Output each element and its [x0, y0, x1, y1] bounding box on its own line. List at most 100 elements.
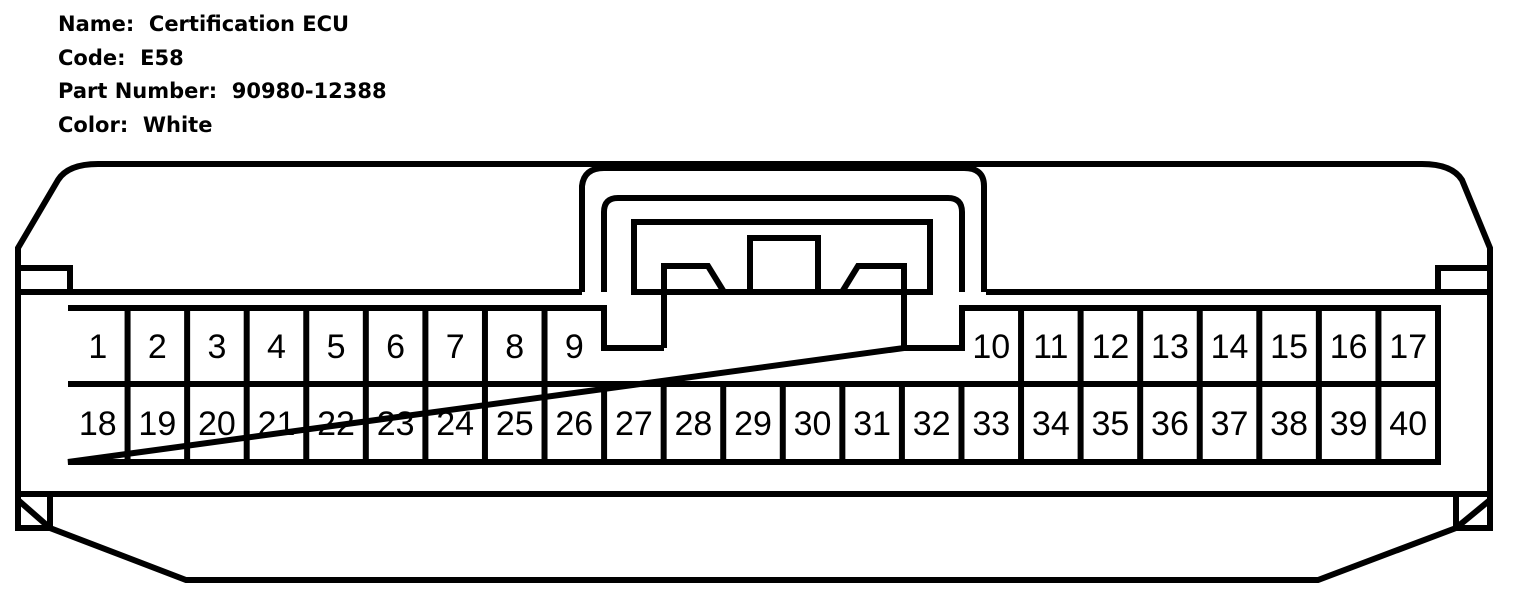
- pin-15: 15: [1256, 308, 1308, 384]
- pin-38: 38: [1256, 384, 1308, 462]
- name-label: Name:: [58, 12, 135, 36]
- pin-10: 10: [972, 328, 1010, 366]
- pin-label: 34: [1032, 405, 1070, 443]
- latch-window: [631, 219, 933, 295]
- pin-12: 12: [1077, 308, 1129, 384]
- pin-5: 5: [303, 308, 346, 384]
- connector-info: Name: Certification ECU Code: E58 Part N…: [58, 8, 387, 142]
- right-bottom-foot: [1453, 496, 1493, 531]
- pin-label: 33: [972, 405, 1010, 443]
- housing-outline: [15, 161, 1493, 583]
- pin-label: 5: [327, 328, 346, 366]
- pin-label: 20: [198, 405, 236, 443]
- left-side-latch: [18, 265, 73, 292]
- part-number-line: Part Number: 90980-12388: [58, 75, 387, 109]
- pin-label: 26: [555, 405, 593, 443]
- pin-label: 36: [1151, 405, 1189, 443]
- pin-label: 3: [207, 328, 226, 366]
- pin-6: 6: [362, 308, 405, 384]
- pin-36: 36: [1137, 384, 1189, 462]
- pin-16: 16: [1315, 308, 1368, 384]
- pin-33: 33: [958, 384, 1010, 462]
- pin-label: 14: [1211, 328, 1249, 366]
- right-side-latch: [1435, 265, 1490, 292]
- name-line: Name: Certification ECU: [58, 8, 387, 42]
- latch-tab: [661, 235, 907, 348]
- part-number-value: 90980-12388: [231, 79, 387, 103]
- pin-label: 37: [1211, 405, 1249, 443]
- pin-19: 19: [124, 384, 176, 462]
- pin-label: 31: [853, 405, 891, 443]
- pin-21: 21: [243, 384, 296, 462]
- pin-8: 8: [481, 308, 524, 384]
- pin-label: 10: [972, 328, 1010, 366]
- pin-label: 25: [496, 405, 534, 443]
- pin-label: 8: [505, 328, 524, 366]
- name-value: Certification ECU: [148, 12, 350, 36]
- pin-31: 31: [839, 384, 891, 462]
- pin-20: 20: [184, 384, 236, 462]
- pin-label: 22: [317, 405, 355, 443]
- pin-4: 4: [243, 308, 286, 384]
- latch-housing-outer: [579, 165, 987, 292]
- pin-24: 24: [422, 384, 474, 462]
- pin-label: 23: [377, 405, 415, 443]
- pin-9: 9: [541, 308, 584, 384]
- pin-label: 18: [79, 405, 117, 443]
- pin-label: 7: [446, 328, 465, 366]
- pin-label: 40: [1389, 405, 1427, 443]
- pin-39: 39: [1315, 384, 1368, 462]
- pin-block-outline: [67, 305, 1441, 465]
- connector-housing: [15, 161, 1493, 583]
- code-line: Code: E58: [58, 42, 387, 76]
- pin-37: 37: [1196, 384, 1249, 462]
- color-label: Color:: [58, 112, 129, 137]
- pin-18: 18: [79, 405, 117, 443]
- pin-label: 13: [1151, 328, 1189, 366]
- pin-label: 24: [436, 405, 474, 443]
- pin-29: 29: [720, 384, 772, 462]
- pin-2: 2: [124, 308, 167, 384]
- pin-label: 39: [1330, 405, 1368, 443]
- pin-label: 6: [386, 328, 405, 366]
- pin-1: 1: [88, 328, 107, 366]
- pin-3: 3: [184, 308, 226, 384]
- color-value: White: [142, 112, 213, 137]
- pin-13: 13: [1137, 308, 1189, 384]
- pin-30: 30: [779, 384, 831, 462]
- pin-label: 28: [675, 405, 713, 443]
- pin-25: 25: [481, 384, 534, 462]
- pin-label: 21: [258, 405, 296, 443]
- code-label: Code:: [58, 45, 126, 70]
- pin-label: 12: [1091, 328, 1129, 366]
- pin-22: 22: [303, 384, 355, 462]
- pin-7: 7: [422, 308, 465, 384]
- pin-label: 2: [148, 328, 167, 366]
- code-value: E58: [140, 45, 184, 70]
- pin-label: 9: [565, 328, 584, 366]
- pin-label: 29: [734, 405, 772, 443]
- pin-label: 15: [1270, 328, 1308, 366]
- pin-label: 16: [1330, 328, 1368, 366]
- pin-label: 17: [1389, 328, 1427, 366]
- latch-housing-inner: [601, 195, 965, 292]
- pin-label: 35: [1091, 405, 1129, 443]
- pin-34: 34: [1018, 384, 1070, 462]
- pin-label: 32: [913, 405, 951, 443]
- pin-label: 4: [267, 328, 286, 366]
- pin-label: 1: [88, 328, 107, 366]
- part-number-label: Part Number:: [58, 79, 218, 103]
- pin-11: 11: [1018, 308, 1068, 384]
- pin-27: 27: [601, 384, 653, 462]
- pin-14: 14: [1196, 308, 1249, 384]
- pin-17: 17: [1375, 308, 1427, 384]
- pin-label: 19: [138, 405, 176, 443]
- color-line: Color: White: [58, 109, 387, 143]
- pin-label: 38: [1270, 405, 1308, 443]
- pin-label: 27: [615, 405, 653, 443]
- pin-40: 40: [1375, 384, 1427, 462]
- pin-32: 32: [898, 384, 951, 462]
- pin-label: 11: [1033, 328, 1068, 366]
